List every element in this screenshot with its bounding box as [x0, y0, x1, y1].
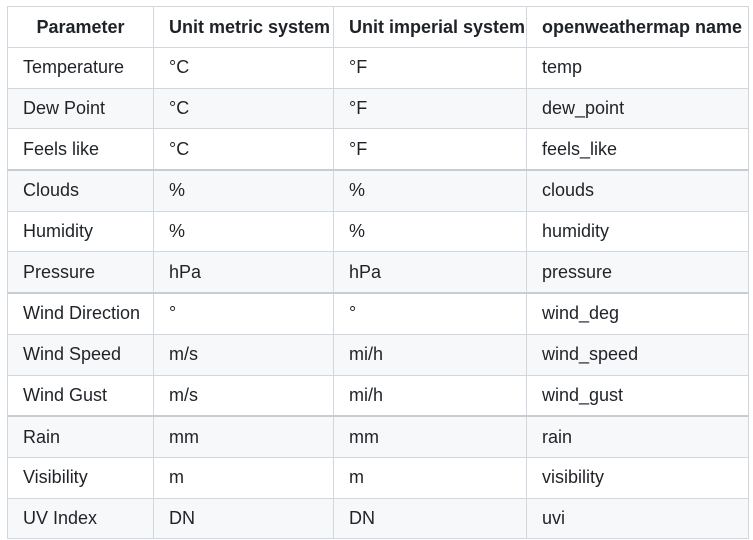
table-row: Rain mm mm rain [7, 415, 749, 458]
cell-unit-imperial: % [333, 210, 527, 253]
cell-unit-imperial: mi/h [333, 333, 527, 376]
cell-owm-name: wind_gust [526, 374, 749, 417]
cell-owm-name: visibility [526, 456, 749, 499]
cell-parameter: Temperature [7, 47, 154, 89]
table-row: Dew Point °C °F dew_point [7, 87, 749, 130]
cell-unit-imperial: mi/h [333, 374, 527, 417]
cell-unit-imperial: % [333, 169, 527, 212]
cell-parameter: UV Index [7, 497, 154, 540]
cell-parameter: Clouds [7, 169, 154, 212]
cell-owm-name: wind_speed [526, 333, 749, 376]
cell-unit-imperial: m [333, 456, 527, 499]
table-row: Temperature °C °F temp [7, 47, 749, 89]
table-row: Feels like °C °F feels_like [7, 128, 749, 171]
cell-unit-metric: °C [153, 128, 334, 171]
cell-unit-imperial: DN [333, 497, 527, 540]
table-row: Clouds % % clouds [7, 169, 749, 212]
header-unit-metric: Unit metric system [153, 6, 334, 48]
cell-owm-name: wind_deg [526, 292, 749, 335]
cell-unit-imperial: °F [333, 47, 527, 89]
header-unit-imperial: Unit imperial system [333, 6, 527, 48]
cell-unit-metric: °C [153, 87, 334, 130]
cell-parameter: Rain [7, 415, 154, 458]
table-header: Parameter Unit metric system Unit imperi… [7, 6, 749, 48]
table-row: Pressure hPa hPa pressure [7, 251, 749, 294]
cell-owm-name: humidity [526, 210, 749, 253]
cell-parameter: Dew Point [7, 87, 154, 130]
cell-parameter: Humidity [7, 210, 154, 253]
cell-owm-name: uvi [526, 497, 749, 540]
table-row: UV Index DN DN uvi [7, 497, 749, 540]
cell-owm-name: rain [526, 415, 749, 458]
cell-unit-metric: m [153, 456, 334, 499]
cell-parameter: Visibility [7, 456, 154, 499]
cell-parameter: Feels like [7, 128, 154, 171]
cell-parameter: Wind Gust [7, 374, 154, 417]
header-row: Parameter Unit metric system Unit imperi… [7, 6, 749, 48]
cell-parameter: Wind Direction [7, 292, 154, 335]
table-row: Visibility m m visibility [7, 456, 749, 499]
weather-units-table: Parameter Unit metric system Unit imperi… [7, 6, 749, 540]
cell-owm-name: temp [526, 47, 749, 89]
cell-unit-imperial: °F [333, 128, 527, 171]
header-parameter: Parameter [7, 6, 154, 48]
cell-unit-metric: hPa [153, 251, 334, 294]
cell-unit-imperial: °F [333, 87, 527, 130]
cell-unit-metric: ° [153, 292, 334, 335]
cell-unit-metric: DN [153, 497, 334, 540]
cell-unit-imperial: hPa [333, 251, 527, 294]
cell-unit-imperial: ° [333, 292, 527, 335]
header-openweathermap-name: openweathermap name [526, 6, 749, 48]
cell-owm-name: pressure [526, 251, 749, 294]
cell-parameter: Wind Speed [7, 333, 154, 376]
table-row: Wind Speed m/s mi/h wind_speed [7, 333, 749, 376]
cell-owm-name: dew_point [526, 87, 749, 130]
cell-parameter: Pressure [7, 251, 154, 294]
cell-unit-metric: m/s [153, 374, 334, 417]
table-row: Wind Direction ° ° wind_deg [7, 292, 749, 335]
cell-unit-imperial: mm [333, 415, 527, 458]
table-body: Temperature °C °F temp Dew Point °C °F d… [7, 47, 749, 540]
cell-unit-metric: mm [153, 415, 334, 458]
cell-owm-name: clouds [526, 169, 749, 212]
weather-units-table-container: Parameter Unit metric system Unit imperi… [7, 6, 749, 540]
table-row: Humidity % % humidity [7, 210, 749, 253]
cell-unit-metric: % [153, 210, 334, 253]
cell-unit-metric: m/s [153, 333, 334, 376]
cell-unit-metric: °C [153, 47, 334, 89]
cell-unit-metric: % [153, 169, 334, 212]
cell-owm-name: feels_like [526, 128, 749, 171]
table-row: Wind Gust m/s mi/h wind_gust [7, 374, 749, 417]
